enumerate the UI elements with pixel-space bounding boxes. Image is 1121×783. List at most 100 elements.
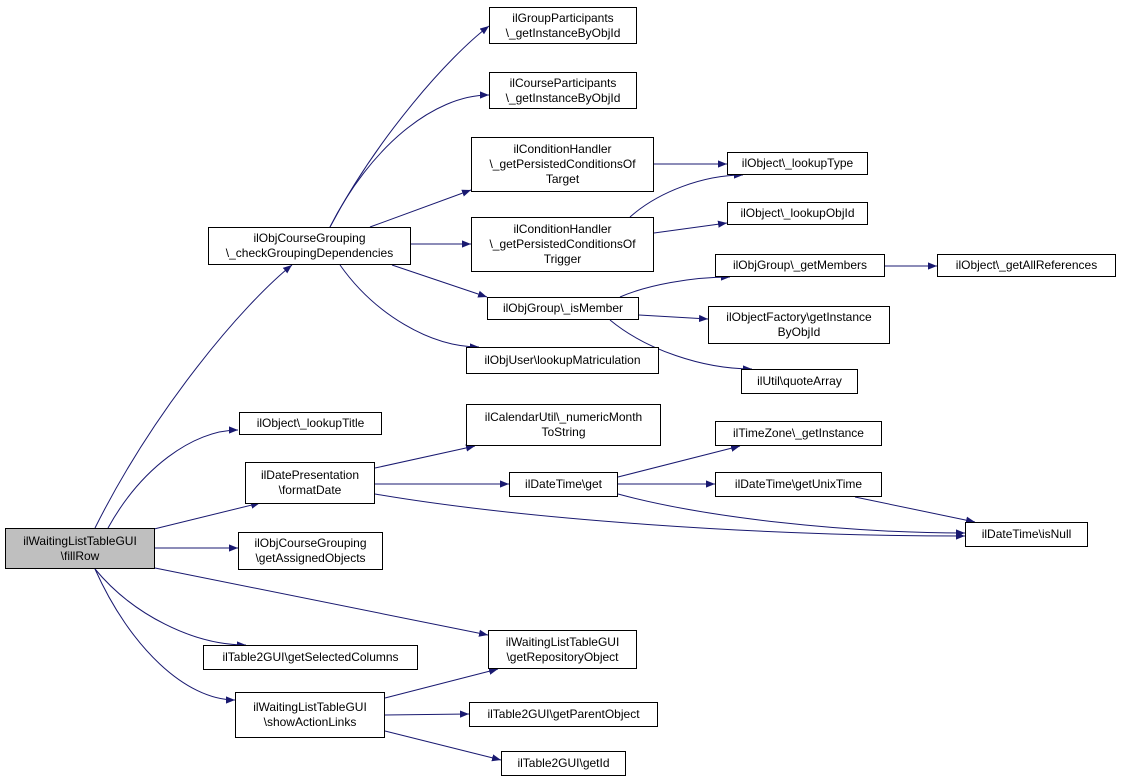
node-label-line: ilWaitingListTableGUI	[253, 700, 367, 714]
node-label-line: ilTimeZone\_getInstance	[733, 426, 864, 440]
edge-fillrow-to-formatdate	[149, 501, 261, 531]
node-label-line: ilObjCourseGrouping	[254, 536, 367, 550]
edge-condtrigger-to-lookuptype	[629, 171, 744, 218]
node-label-line: ilObjCourseGrouping	[253, 231, 366, 245]
node-label-line: ilObjGroup\_getMembers	[732, 258, 868, 272]
node-quote-array[interactable]: ilUtil\quoteArray	[741, 369, 858, 394]
node-label-line: Trigger	[543, 252, 582, 266]
node-show-action-links[interactable]: ilWaitingListTableGUI\showActionLinks	[235, 692, 385, 738]
node-label-line: ilWaitingListTableGUI	[505, 634, 620, 649]
node-label: ilDateTime\get	[525, 477, 602, 492]
node-label-line: ilUtil\quoteArray	[757, 374, 842, 388]
node-label-line: \getRepositoryObject	[506, 649, 619, 664]
edge-showactionlinks-to-getid	[384, 730, 502, 762]
node-label: ilObjGroup\_isMember	[503, 301, 623, 316]
node-label-line: \_getInstanceByObjId	[505, 25, 621, 40]
edge-formatdate-to-numericmonth	[374, 444, 476, 469]
node-label: ilCourseParticipants\_getInstanceByObjId	[506, 76, 621, 106]
node-course-participants-get-instance[interactable]: ilCourseParticipants\_getInstanceByObjId	[489, 72, 637, 109]
node-label-line: ilDateTime\isNull	[981, 527, 1072, 541]
edge-checkgrouping-to-courseparticipants	[329, 91, 490, 228]
node-lookup-matriculation[interactable]: ilObjUser\lookupMatriculation	[466, 347, 659, 374]
node-get-unix-time[interactable]: ilDateTime\getUnixTime	[715, 472, 882, 497]
node-get-repository-object[interactable]: ilWaitingListTableGUI\getRepositoryObjec…	[488, 630, 637, 669]
node-label-line: \formatDate	[278, 483, 342, 497]
node-label: ilObjCourseGrouping\_checkGroupingDepend…	[226, 231, 393, 261]
node-persisted-conditions-of-target[interactable]: ilConditionHandler\_getPersistedConditio…	[471, 137, 654, 192]
node-label: ilDateTime\getUnixTime	[735, 477, 862, 492]
node-label-line: ilDateTime\getUnixTime	[734, 477, 863, 491]
node-label-line: ilWaitingListTableGUI	[23, 533, 137, 548]
node-label: ilTimeZone\_getInstance	[733, 426, 864, 441]
node-label-line: ilCourseParticipants	[509, 75, 617, 90]
edge-getunixtime-to-isnull	[854, 496, 976, 524]
node-label: ilObject\_getAllReferences	[956, 258, 1097, 273]
edge-fillrow-to-showactionlinks	[94, 568, 236, 704]
edge-fillrow-to-lookuptitle	[107, 426, 239, 529]
node-label-line: ilTable2GUI\getSelectedColumns	[222, 650, 399, 664]
node-persisted-conditions-of-trigger[interactable]: ilConditionHandler\_getPersistedConditio…	[471, 217, 654, 272]
edge-ismember-to-objectfactory	[638, 314, 709, 323]
node-label: ilDateTime\isNull	[982, 527, 1072, 542]
node-label-line: \getAssignedObjects	[255, 551, 366, 565]
node-label: ilWaitingListTableGUI\showActionLinks	[253, 700, 367, 730]
node-label-line: \_checkGroupingDependencies	[225, 246, 394, 260]
node-get-assigned-objects[interactable]: ilObjCourseGrouping\getAssignedObjects	[238, 532, 383, 570]
node-check-grouping-dependencies[interactable]: ilObjCourseGrouping\_checkGroupingDepend…	[208, 227, 411, 265]
node-label-line: ilObject\_lookupObjId	[740, 206, 855, 220]
node-label-line: ToString	[541, 425, 586, 439]
edge-formatdate-to-isnull	[374, 493, 966, 540]
node-is-null[interactable]: ilDateTime\isNull	[965, 522, 1088, 547]
node-lookup-obj-id[interactable]: ilObject\_lookupObjId	[727, 202, 868, 225]
edge-checkgrouping-to-condtarget	[369, 189, 472, 228]
node-lookup-title[interactable]: ilObject\_lookupTitle	[239, 412, 382, 435]
edge-fillrow-to-repositoryobject	[154, 567, 489, 637]
node-label: ilConditionHandler\_getPersistedConditio…	[489, 142, 635, 187]
edge-datetimeget-to-isnull	[617, 493, 966, 537]
node-label: ilDatePresentation\formatDate	[261, 468, 359, 498]
node-label: ilWaitingListTableGUI\fillRow	[23, 534, 137, 564]
node-format-date[interactable]: ilDatePresentation\formatDate	[245, 462, 375, 504]
node-label-line: \showActionLinks	[263, 715, 357, 729]
node-label-line: ilObjectFactory\getInstance	[726, 310, 872, 324]
node-get-members[interactable]: ilObjGroup\_getMembers	[715, 254, 885, 277]
edge-ismember-to-getmembers	[619, 273, 731, 298]
node-datetime-get[interactable]: ilDateTime\get	[509, 472, 618, 497]
node-label: ilGroupParticipants\_getInstanceByObjId	[506, 11, 621, 41]
node-label-line: ilGroupParticipants	[512, 10, 614, 25]
node-label-line: ilTable2GUI\getId	[517, 756, 610, 770]
node-label-line: \_getPersistedConditionsOf	[489, 157, 636, 171]
node-label: ilObject\_lookupTitle	[257, 416, 365, 431]
node-get-id[interactable]: ilTable2GUI\getId	[501, 751, 626, 776]
node-fillrow: ilWaitingListTableGUI\fillRow	[5, 528, 155, 569]
node-get-selected-columns[interactable]: ilTable2GUI\getSelectedColumns	[203, 645, 418, 670]
edge-checkgrouping-to-ismember	[391, 264, 488, 298]
node-label-line: Target	[545, 172, 580, 186]
node-label: ilTable2GUI\getSelectedColumns	[222, 650, 398, 665]
node-label: ilObjGroup\_getMembers	[733, 258, 867, 273]
node-label-line: ilObject\_getAllReferences	[955, 258, 1098, 272]
node-label-line: ilCalendarUtil\_numericMonth	[484, 410, 643, 424]
edge-fillrow-to-selectedcolumns	[94, 568, 247, 649]
node-label-line: ilObjUser\lookupMatriculation	[484, 353, 641, 367]
node-get-all-references[interactable]: ilObject\_getAllReferences	[937, 254, 1116, 277]
node-label: ilObject\_lookupType	[742, 156, 853, 171]
node-label-line: ilConditionHandler	[513, 222, 612, 236]
node-label-line: ByObjId	[777, 325, 821, 339]
node-timezone-get-instance[interactable]: ilTimeZone\_getInstance	[715, 421, 882, 446]
node-label: ilObjCourseGrouping\getAssignedObjects	[254, 536, 366, 566]
node-label: ilTable2GUI\getId	[517, 756, 609, 771]
node-is-member[interactable]: ilObjGroup\_isMember	[487, 297, 639, 320]
node-label-line: \_getInstanceByObjId	[505, 90, 621, 105]
node-get-parent-object[interactable]: ilTable2GUI\getParentObject	[469, 702, 658, 727]
node-label-line: \_getPersistedConditionsOf	[489, 237, 636, 251]
node-label-line: ilDateTime\get	[525, 477, 602, 491]
node-label-line: ilDatePresentation	[260, 468, 360, 482]
node-group-participants-get-instance[interactable]: ilGroupParticipants\_getInstanceByObjId	[489, 7, 637, 44]
node-label: ilTable2GUI\getParentObject	[487, 707, 639, 722]
node-lookup-type[interactable]: ilObject\_lookupType	[727, 152, 868, 175]
